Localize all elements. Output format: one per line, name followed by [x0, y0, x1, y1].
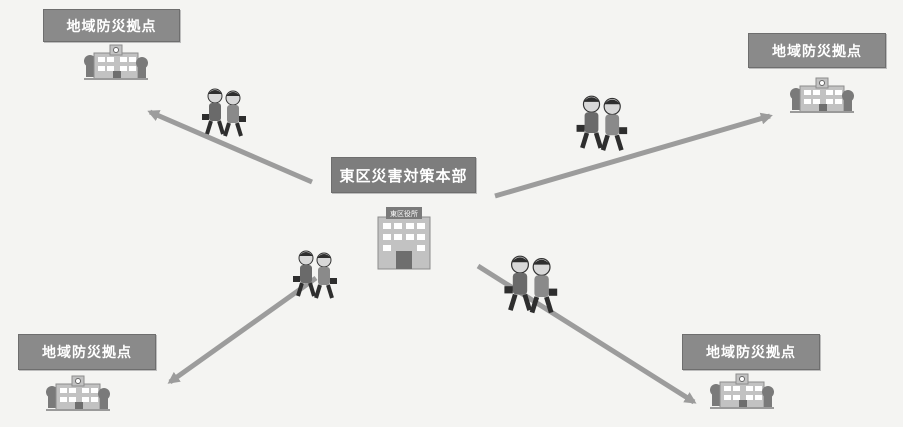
top-left-base-label: 地域防災拠点 [43, 9, 180, 42]
walking-staff-icon-bottom-left [291, 249, 339, 300]
bottom-right-base-building-icon [709, 373, 775, 410]
arrow-to-top-left-base [147, 109, 313, 185]
hq-building-icon: 東区役所 [377, 207, 431, 270]
hq-building-sign: 東区役所 [390, 209, 418, 218]
bottom-left-base-label: 地域防災拠点 [18, 334, 156, 370]
walking-staff-icon-top-left [200, 87, 248, 138]
arrow-to-bottom-left-base [167, 275, 318, 385]
walking-staff-icon-top-right [577, 96, 628, 150]
hq-label: 東区災害対策本部 [331, 157, 476, 193]
bottom-right-base-label: 地域防災拠点 [682, 334, 820, 370]
bottom-left-base-building-icon [45, 375, 111, 412]
top-right-base-building-icon [789, 77, 855, 114]
top-left-base-building-icon [83, 44, 149, 81]
top-right-base-label: 地域防災拠点 [748, 33, 886, 68]
walking-staff-icon-bottom-right [504, 256, 557, 312]
arrow-to-top-right-base [494, 112, 773, 199]
